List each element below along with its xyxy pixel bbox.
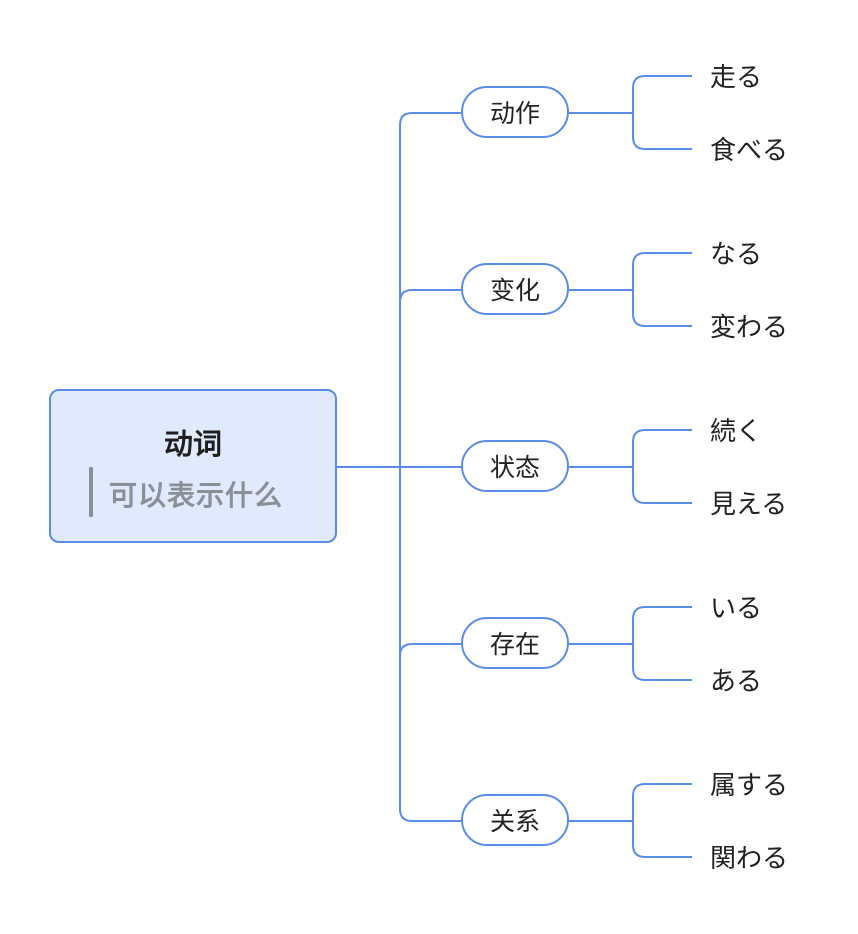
leaf-node[interactable]: なる — [710, 240, 763, 270]
connector-line — [399, 289, 461, 303]
root-subtitle: 可以表示什么 — [109, 479, 284, 512]
category-node[interactable]: 变化 — [461, 263, 569, 315]
leaf-node[interactable]: 続く — [710, 417, 763, 447]
connector-line — [632, 429, 692, 504]
connector-line — [399, 112, 461, 126]
leaf-node[interactable]: 食べる — [710, 136, 789, 166]
leaf-node[interactable]: 関わる — [710, 844, 789, 874]
category-label: 状态 — [489, 453, 540, 482]
connector-line — [632, 606, 692, 681]
root-node[interactable]: 动词 可以表示什么 — [49, 389, 337, 543]
category-label: 关系 — [489, 807, 540, 836]
category-node[interactable]: 动作 — [461, 86, 569, 138]
connector-line — [632, 75, 692, 150]
leaf-node[interactable]: いる — [710, 594, 763, 624]
connector-line — [632, 783, 692, 858]
connector-line — [399, 808, 461, 822]
category-node[interactable]: 存在 — [461, 617, 569, 669]
root-title: 动词 — [163, 427, 222, 461]
category-label: 变化 — [489, 276, 540, 305]
category-label: 动作 — [489, 99, 540, 128]
leaf-node[interactable]: 走る — [710, 63, 763, 93]
category-node[interactable]: 状态 — [461, 440, 569, 492]
category-node[interactable]: 关系 — [461, 794, 569, 846]
category-label: 存在 — [489, 630, 540, 659]
leaf-node[interactable]: ある — [710, 667, 763, 697]
subtitle-accent-bar — [89, 467, 93, 517]
leaf-node[interactable]: 見える — [710, 490, 788, 520]
connector-line — [399, 643, 461, 657]
leaf-node[interactable]: 変わる — [710, 313, 789, 343]
leaf-node[interactable]: 属する — [710, 771, 789, 801]
connector-line — [632, 252, 692, 327]
